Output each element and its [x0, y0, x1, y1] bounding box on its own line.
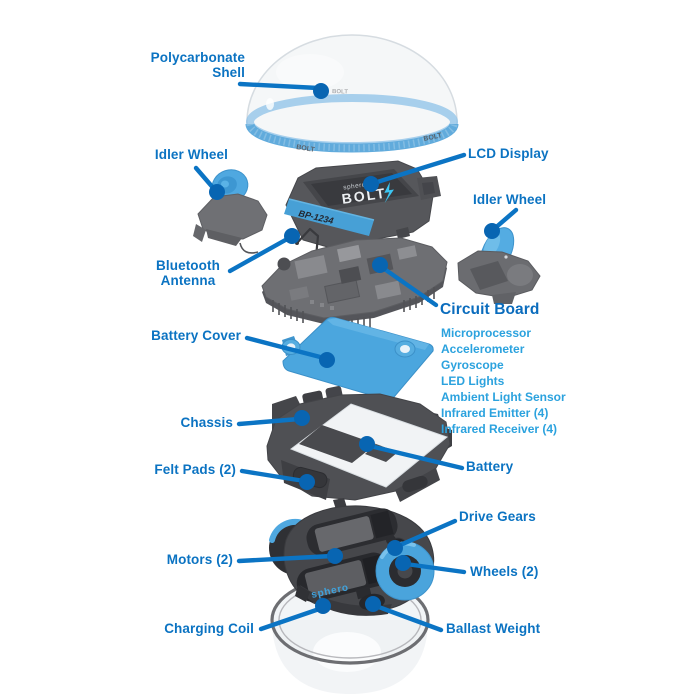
- leader-dot-battery: [359, 436, 375, 452]
- leader-ballast-weight: [373, 603, 444, 633]
- label-battery-cover: Battery Cover: [151, 328, 241, 343]
- idler-left-wheel-center: [221, 180, 229, 188]
- list-item-led-lights: LED Lights: [441, 374, 505, 388]
- leader-battery-cover: [244, 335, 327, 361]
- shell-band-logo-text: BOLT: [296, 144, 316, 154]
- leader-dot-chassis: [294, 410, 310, 426]
- label-drive-gears: Drive Gears: [459, 509, 536, 524]
- label-ballast-weight: Ballast Weight: [446, 621, 541, 636]
- leader-charging-coil: [258, 604, 328, 632]
- idler-right-mount-inner: [470, 261, 508, 290]
- leader-circuit-board: [380, 265, 439, 308]
- idler-wheel-right-art: [457, 227, 541, 304]
- felt-pad-right: [402, 475, 428, 493]
- idler-wheel-left-art: [193, 169, 268, 254]
- idler-left-spring-wire: [239, 242, 259, 254]
- list-item-infrared-emitter: Infrared Emitter (4): [441, 406, 549, 420]
- lightning-bolt-icon: [384, 182, 394, 203]
- leader-dot-ballast-weight: [365, 596, 381, 612]
- label-battery: Battery: [466, 459, 514, 474]
- leader-dot-circuit-board: [372, 257, 388, 273]
- battery-cover-art: [281, 316, 434, 405]
- shell-aim-hole: [266, 98, 274, 110]
- leader-bluetooth-antenna: [227, 235, 292, 274]
- list-item-accelerometer: Accelerometer: [441, 342, 525, 356]
- circuit-board-component-list: Microprocessor Accelerometer Gyroscope L…: [441, 325, 566, 437]
- label-lcd-display: LCD Display: [468, 146, 549, 161]
- lcd-brand-text: sphero: [343, 181, 367, 191]
- leader-dot-polycarbonate-shell: [313, 83, 329, 99]
- list-item-infrared-receiver: Infrared Receiver (4): [441, 422, 558, 436]
- shell-band-texture: [246, 123, 458, 152]
- leader-dot-battery-cover: [319, 352, 335, 368]
- leader-polycarbonate-shell: [237, 81, 321, 91]
- idler-right-mount-lobe: [507, 264, 533, 286]
- motor-foot: [295, 585, 310, 602]
- leader-dot-wheels: [395, 555, 411, 571]
- idler-left-foot: [193, 224, 206, 242]
- label-idler-wheel-right: Idler Wheel: [473, 192, 547, 207]
- label-motors: Motors (2): [166, 552, 233, 567]
- dome-highlight: [276, 54, 344, 90]
- leader-lcd-display: [371, 152, 467, 186]
- label-felt-pads: Felt Pads (2): [154, 462, 236, 477]
- leader-dot-motors: [327, 548, 343, 564]
- polycarbonate-shell-art: BOLT BOLT BOLT: [245, 34, 459, 154]
- lcd-foot: [396, 227, 410, 239]
- leader-dot-bluetooth-antenna: [284, 228, 300, 244]
- lcd-blue-band: [284, 199, 374, 236]
- battery-pack: [299, 425, 376, 463]
- lcd-side-tab-inner: [422, 182, 435, 195]
- leader-dot-idler-wheel-left: [209, 184, 225, 200]
- shell-band-front: [245, 123, 459, 153]
- idler-left-bracket-front: [206, 229, 242, 246]
- idler-right-screw: [504, 255, 508, 259]
- lcd-display-art: sphero BOLT BP-1234: [284, 160, 441, 252]
- motor-front: [296, 552, 390, 602]
- leader-dot-drive-gears: [387, 540, 403, 556]
- label-circuit-board: Circuit Board: [440, 301, 540, 318]
- leader-dot-charging-coil: [315, 598, 331, 614]
- leader-dot-idler-wheel-right: [484, 223, 500, 239]
- bowl-highlight: [313, 632, 381, 672]
- shell-band-logo-text: BOLT: [332, 89, 348, 96]
- circuit-board-art: [261, 237, 448, 333]
- lcd-band-highlight: [288, 198, 375, 221]
- leader-dot-lcd-display: [363, 176, 379, 192]
- shell-band-logo-text: BOLT: [423, 132, 443, 143]
- leader-motors: [236, 553, 335, 564]
- leader-battery: [367, 443, 465, 471]
- label-wheels: Wheels (2): [470, 564, 539, 579]
- list-item-microprocessor: Microprocessor: [441, 326, 532, 340]
- leader-wheels: [403, 561, 467, 575]
- cover-grommet-right-hole: [400, 345, 410, 353]
- label-chassis: Chassis: [180, 415, 233, 430]
- leader-dot-felt-pads: [299, 474, 315, 490]
- label-polycarbonate-shell: Polycarbonate Shell: [150, 50, 245, 81]
- leader-drive-gears: [395, 518, 458, 549]
- motor-assembly-art: sphero: [269, 505, 435, 616]
- leader-felt-pads: [239, 468, 307, 484]
- leader-chassis: [236, 416, 302, 427]
- list-item-ambient-light-sensor: Ambient Light Sensor: [441, 390, 566, 404]
- dome-glass: [246, 34, 458, 149]
- list-item-gyroscope: Gyroscope: [441, 358, 504, 372]
- label-bluetooth-antenna: Bluetooth Antenna: [156, 258, 220, 289]
- motor-rear: [306, 508, 398, 556]
- leader-dots: [209, 83, 500, 614]
- idler-right-foot: [492, 292, 516, 304]
- label-idler-wheel-left: Idler Wheel: [154, 147, 228, 162]
- label-charging-coil: Charging Coil: [164, 621, 254, 636]
